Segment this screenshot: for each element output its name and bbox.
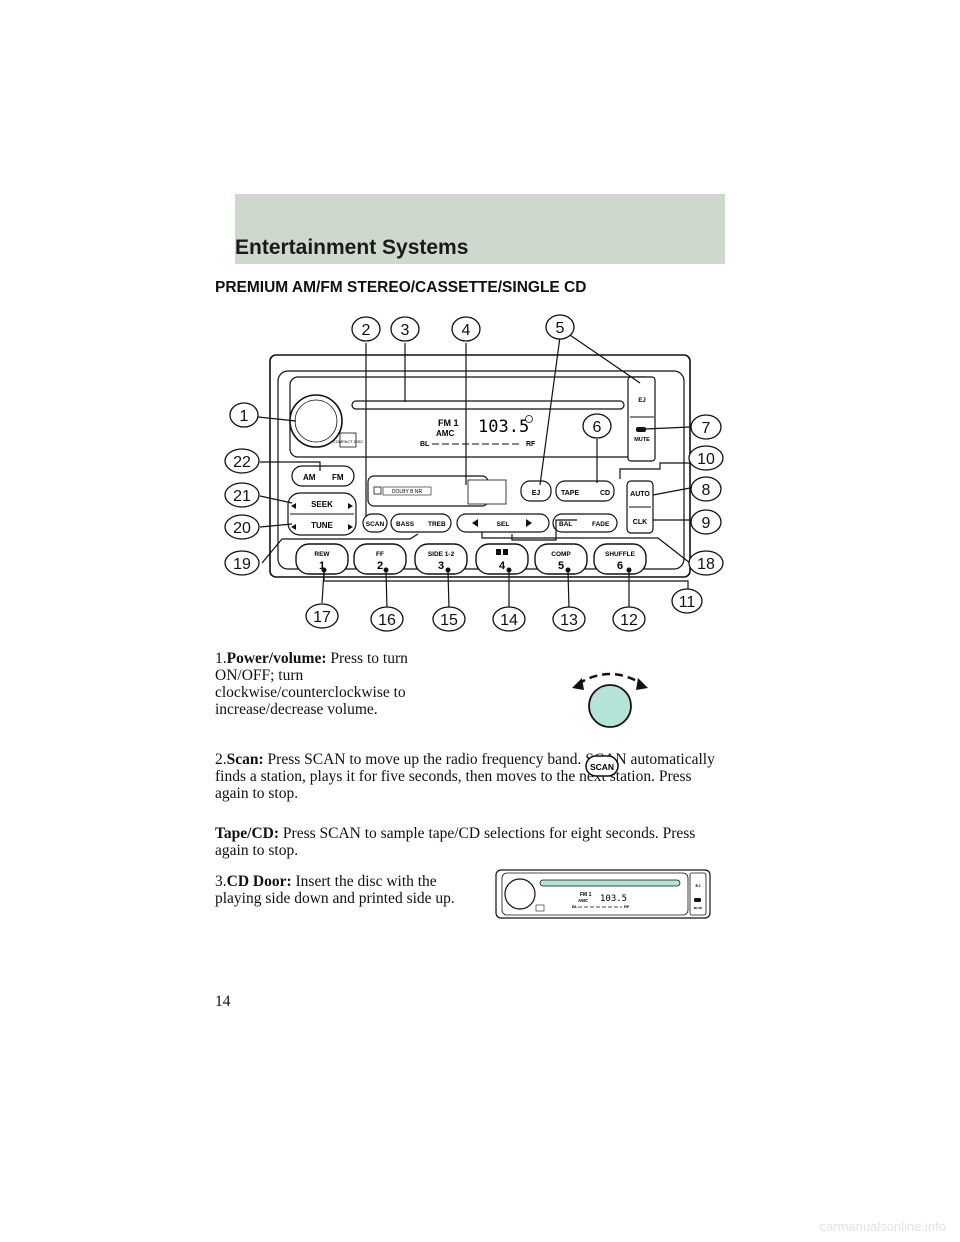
item-scan: 2.Scan: Press SCAN to move up the radio …	[215, 751, 715, 802]
preset-num-5: 5	[558, 560, 564, 572]
callout-8: 8	[702, 482, 711, 499]
svg-text:103.5: 103.5	[600, 894, 627, 904]
display-amc: AMC	[436, 429, 454, 438]
mute-button: MUTE	[634, 437, 650, 443]
callout-1: 1	[240, 408, 249, 425]
tape-button: TAPE	[561, 490, 579, 497]
item-term: Tape/CD:	[215, 825, 280, 842]
page-header-title: Entertainment Systems	[235, 236, 469, 259]
am-button: AM	[303, 473, 316, 482]
cd-door-illustration: FM 1 AMC 103.5 BL RF EJ MUTE	[495, 869, 711, 919]
callout-16: 16	[378, 612, 396, 629]
preset-label-6: SHUFFLE	[605, 551, 636, 558]
callout-bubbles	[224, 314, 724, 632]
item-text: Press SCAN to move up the radio frequenc…	[215, 751, 715, 802]
svg-text:FM 1: FM 1	[580, 892, 592, 898]
preset-num-6: 6	[617, 560, 623, 572]
cd-logo: COMPACT DISC	[333, 439, 363, 444]
item-text: Press SCAN to sample tape/CD selections …	[215, 825, 696, 859]
preset-num-4: 4	[499, 560, 506, 572]
header-band	[235, 194, 725, 264]
callout-20: 20	[233, 520, 251, 537]
item-text: Insert the disc with the playing side do…	[215, 873, 455, 907]
preset-buttons: REW 1 FF 2 SIDE 1-2 3 4 COMP 5 SHUFFLE 6	[295, 543, 647, 575]
callout-6: 6	[593, 419, 602, 436]
seek-button: SEEK	[311, 500, 333, 509]
dolby-label: DOLBY B NR	[392, 489, 423, 495]
callout-14: 14	[500, 612, 518, 629]
item-term: CD Door:	[226, 873, 292, 890]
eject-button: EJ	[638, 398, 645, 404]
svg-text:RF: RF	[624, 904, 630, 909]
section-title: PREMIUM AM/FM STEREO/CASSETTE/SINGLE CD	[215, 279, 587, 296]
bass-button: BASS	[396, 521, 415, 528]
preset-label-1: REW	[314, 551, 330, 558]
display-rf: RF	[526, 441, 536, 448]
display-frequency: 103.5	[478, 417, 529, 437]
select-button: SEL	[497, 521, 510, 528]
callout-7: 7	[702, 420, 711, 437]
fade-button: FADE	[592, 521, 610, 528]
volume-knob-icon	[572, 672, 648, 728]
item-term: Scan:	[226, 751, 264, 768]
tape-eject-button: EJ	[532, 490, 541, 497]
item-cd-door: 3.CD Door: Insert the disc with the play…	[215, 873, 455, 907]
callout-22: 22	[233, 454, 251, 471]
tune-button: TUNE	[311, 521, 333, 530]
display-bl: BL	[420, 441, 430, 448]
footer-watermark: carmanualsonline.info	[819, 1219, 946, 1234]
svg-text:AMC: AMC	[578, 898, 589, 903]
preset-label-3: SIDE 1-2	[428, 551, 455, 558]
svg-text:MUTE: MUTE	[694, 906, 703, 910]
clock-button: CLK	[633, 519, 647, 526]
radio-diagram: COMPACT DISC FM 1 AMC 103.5 BL RF EJ MUT…	[224, 314, 724, 632]
svg-text:BL: BL	[572, 904, 578, 909]
preset-label-2: FF	[376, 551, 384, 558]
scan-icon: SCAN	[585, 755, 619, 777]
callout-13: 13	[560, 612, 578, 629]
callout-9: 9	[702, 515, 711, 532]
preset-num-3: 3	[438, 560, 444, 572]
callout-5: 5	[556, 320, 565, 337]
callout-12: 12	[620, 612, 638, 629]
scan-button: SCAN	[366, 521, 385, 528]
callout-15: 15	[440, 612, 458, 629]
item-power-volume: 1.Power/volume: Press to turn ON/OFF; tu…	[215, 650, 408, 718]
fm-button: FM	[332, 473, 344, 482]
callout-17: 17	[313, 609, 331, 626]
auto-button: AUTO	[630, 491, 650, 498]
callout-3: 3	[401, 322, 410, 339]
item-tape-cd: Tape/CD: Press SCAN to sample tape/CD se…	[215, 825, 720, 859]
page-number: 14	[215, 993, 231, 1010]
preset-num-2: 2	[377, 560, 383, 572]
display-band: FM 1	[438, 418, 459, 428]
cd-button: CD	[600, 490, 610, 497]
preset-label-5: COMP	[551, 551, 571, 558]
callout-21: 21	[233, 488, 251, 505]
treble-button: TREB	[428, 521, 446, 528]
svg-text:EJ: EJ	[696, 883, 701, 888]
balance-button: BAL	[559, 521, 572, 528]
scan-icon-label: SCAN	[590, 762, 614, 772]
item-term: Power/volume:	[226, 650, 327, 667]
callout-4: 4	[462, 322, 471, 339]
callout-11: 11	[679, 594, 696, 611]
preset-num-1: 1	[319, 560, 325, 572]
callout-2: 2	[362, 322, 371, 339]
cd-slot	[351, 400, 625, 410]
item-text: Press to turn ON/OFF; turn clockwise/cou…	[215, 650, 408, 718]
callout-19: 19	[233, 556, 251, 573]
callout-10: 10	[697, 451, 715, 468]
callout-18: 18	[697, 556, 715, 573]
